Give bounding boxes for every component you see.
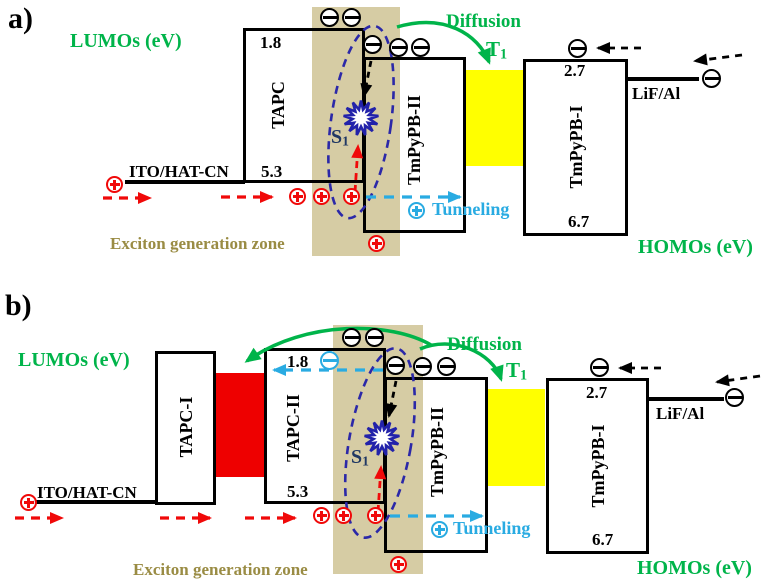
hole-icon xyxy=(289,188,306,205)
emission-layer-yellow-a xyxy=(466,70,523,166)
panel-a-label: a) xyxy=(8,2,33,35)
panel-b-label: b) xyxy=(5,289,32,322)
lumo-axis-label-a: LUMOs (eV) xyxy=(70,30,182,52)
cathode-line-b xyxy=(648,397,724,401)
electron-icon xyxy=(342,8,361,27)
layer-name-tmpypb1-a: TmPyPB-I xyxy=(566,105,586,189)
hole-icon xyxy=(367,507,384,524)
emission-layer-yellow-b xyxy=(488,389,545,486)
tapc2-lumo-value-b: 1.8 xyxy=(287,352,309,371)
hole-icon xyxy=(106,176,123,193)
electron-injection-arrow-a xyxy=(693,53,743,66)
t1-label-b: T1 xyxy=(506,358,528,384)
hole-icon xyxy=(343,188,360,205)
electron-icon xyxy=(363,35,382,54)
electron-icon xyxy=(437,357,456,376)
homo-axis-label-a: HOMOs (eV) xyxy=(638,236,753,258)
tunneling-electron-icon xyxy=(320,351,339,370)
red-interlayer-b xyxy=(215,373,265,477)
layer-name-tapc-a: TAPC xyxy=(268,81,288,129)
electron-icon xyxy=(568,39,587,58)
exciton-zone-label-b: Exciton generation zone xyxy=(133,560,308,579)
layer-name-tapc1-b: TAPC-I xyxy=(176,396,196,458)
layer-name-tmpypb2-b: TmPyPB-II xyxy=(427,407,447,497)
t1-label-a: T1 xyxy=(486,37,508,63)
electron-icon xyxy=(725,388,744,407)
homo-axis-label-b: HOMOs (eV) xyxy=(637,557,752,579)
tmpypb1-lumo-value-a: 2.7 xyxy=(564,61,586,80)
hole-icon xyxy=(313,507,330,524)
electron-icon xyxy=(386,356,405,375)
electron-icon xyxy=(365,328,384,347)
tunneling-label-a: Tunneling xyxy=(432,199,510,219)
diffusion-label-a: Diffusion xyxy=(446,11,521,32)
hole-icon xyxy=(368,235,385,252)
layer-box-tmpypb1-a xyxy=(523,59,628,236)
s1-label-b: S1 xyxy=(351,446,369,469)
tunneling-label-b: Tunneling xyxy=(453,518,531,538)
cathode-label-b: LiF/Al xyxy=(656,404,705,423)
lumo-axis-label-b: LUMOs (eV) xyxy=(18,349,130,371)
tapc-lumo-value-a: 1.8 xyxy=(260,33,282,52)
exciton-zone-label-a: Exciton generation zone xyxy=(110,234,285,253)
layer-name-tmpypb1-b: TmPyPB-I xyxy=(588,424,608,508)
tmpypb1-homo-value-a: 6.7 xyxy=(568,212,590,231)
tunneling-hole-icon xyxy=(431,521,448,538)
layer-box-tapc1-b xyxy=(155,351,216,505)
electron-icon xyxy=(702,69,721,88)
electron-injection-arrow-b xyxy=(715,374,761,387)
layer-name-tapc2-b: TAPC-II xyxy=(283,394,303,462)
anode-line-b xyxy=(33,500,157,504)
tmpypb1-homo-value-b: 6.7 xyxy=(592,530,614,549)
electron-icon xyxy=(342,328,361,347)
layer-name-tmpypb2-a: TmPyPB-II xyxy=(404,95,424,185)
tapc-homo-value-a: 5.3 xyxy=(261,162,283,181)
anode-label-a: ITO/HAT-CN xyxy=(129,162,229,181)
anode-label-b: ITO/HAT-CN xyxy=(37,483,137,502)
cathode-label-a: LiF/Al xyxy=(632,84,681,103)
electron-icon xyxy=(413,357,432,376)
hole-icon xyxy=(313,188,330,205)
layer-box-tmpypb1-b xyxy=(546,378,649,554)
hole-icon xyxy=(390,556,407,573)
electron-icon xyxy=(411,38,430,57)
tunneling-hole-icon xyxy=(408,202,425,219)
tmpypb1-lumo-value-b: 2.7 xyxy=(586,383,608,402)
cathode-line-a xyxy=(627,77,699,81)
anode-line-a xyxy=(125,180,245,184)
diffusion-label-b: Diffusion xyxy=(447,334,522,355)
hole-icon xyxy=(335,507,352,524)
electron-icon xyxy=(590,358,609,377)
electron-icon xyxy=(389,38,408,57)
hole-icon xyxy=(20,494,37,511)
tapc2-homo-value-b: 5.3 xyxy=(287,482,309,501)
electron-icon xyxy=(320,8,339,27)
s1-label-a: S1 xyxy=(331,126,349,149)
